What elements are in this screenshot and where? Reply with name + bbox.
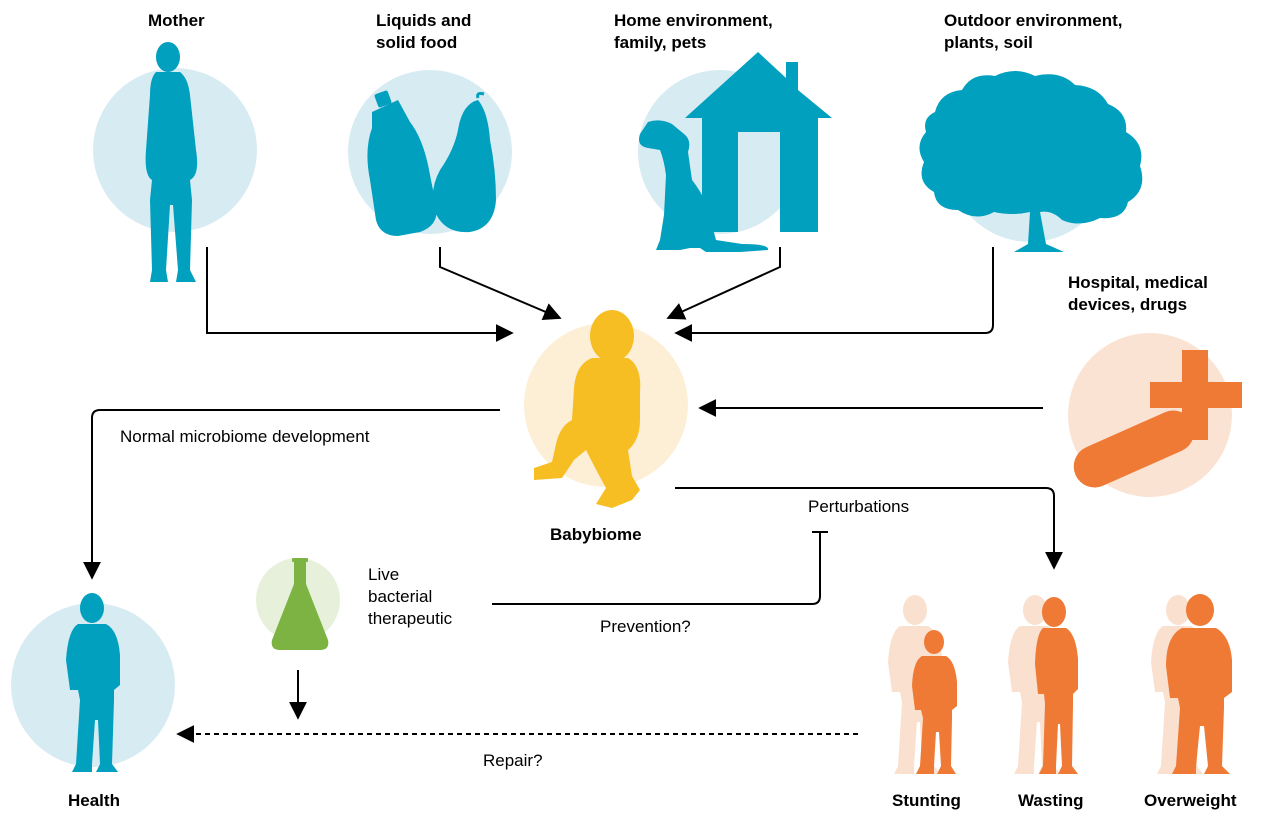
pill-icon bbox=[1073, 410, 1195, 488]
flask-icon bbox=[271, 558, 329, 650]
mother-label: Mother bbox=[148, 11, 205, 30]
outdoor-label: Outdoor environment, plants, soil bbox=[944, 11, 1123, 52]
therapeutic-label: Live bacterial therapeutic bbox=[368, 565, 453, 628]
overweight-label: Overweight bbox=[1144, 791, 1237, 810]
baby-icon bbox=[534, 310, 641, 508]
perturbations-label: Perturbations bbox=[808, 497, 910, 516]
repair-label: Repair? bbox=[483, 751, 543, 770]
food-label: Liquids and solid food bbox=[376, 11, 472, 52]
stunting-label: Stunting bbox=[892, 791, 961, 810]
hospital-label: Hospital, medical devices, drugs bbox=[1068, 273, 1208, 314]
overweight-figure bbox=[1151, 594, 1232, 774]
wasting-figure bbox=[1008, 595, 1078, 774]
baby-bottle-icon bbox=[367, 90, 437, 236]
babybiome-label: Babybiome bbox=[550, 525, 642, 544]
tree-icon bbox=[919, 71, 1143, 252]
dog-icon bbox=[639, 120, 769, 253]
house-icon bbox=[685, 52, 832, 232]
stunting-figure bbox=[888, 595, 957, 774]
home-label: Home environment, family, pets bbox=[614, 11, 773, 52]
connector-lines bbox=[83, 247, 1063, 743]
wasting-label: Wasting bbox=[1018, 791, 1084, 810]
health-label: Health bbox=[68, 791, 120, 810]
child-icon bbox=[66, 593, 120, 772]
woman-icon bbox=[145, 42, 198, 282]
prevention-label: Prevention? bbox=[600, 617, 691, 636]
normal-development-label: Normal microbiome development bbox=[120, 427, 370, 446]
pear-icon bbox=[432, 92, 496, 233]
medical-cross-icon bbox=[1150, 350, 1242, 440]
